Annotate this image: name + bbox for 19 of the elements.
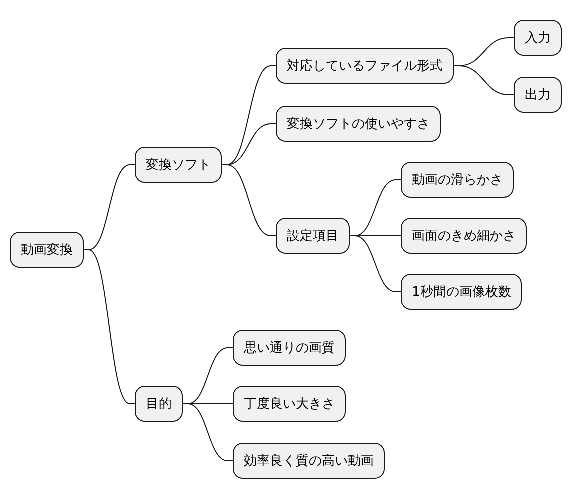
topic-box: 動画の滑らかさ [401, 162, 514, 198]
connector-line [182, 404, 234, 462]
topic-box: 動画変換 [10, 232, 84, 268]
topic-box: 目的 [135, 386, 183, 422]
topic-box: 思い通りの画質 [233, 330, 346, 366]
topic-box: 1秒間の画像枚数 [401, 274, 522, 310]
connector-line [350, 236, 402, 292]
topic-box: 効率良く質の高い動画 [233, 443, 385, 479]
topic-box: 対応しているファイル形式 [276, 48, 454, 84]
connector-line [222, 164, 276, 236]
topic-box: 変換ソフトの使いやすさ [276, 106, 441, 142]
topic-box: 設定項目 [276, 218, 350, 254]
topic-box: 画面のきめ細かさ [401, 218, 527, 254]
connector-line [454, 66, 514, 96]
topic-box: 出力 [514, 77, 562, 113]
topic-box: 入力 [514, 20, 562, 56]
connector-line [84, 250, 136, 404]
topic-box: 丁度良い大きさ [233, 386, 346, 422]
topic-box: 変換ソフト [135, 147, 222, 183]
